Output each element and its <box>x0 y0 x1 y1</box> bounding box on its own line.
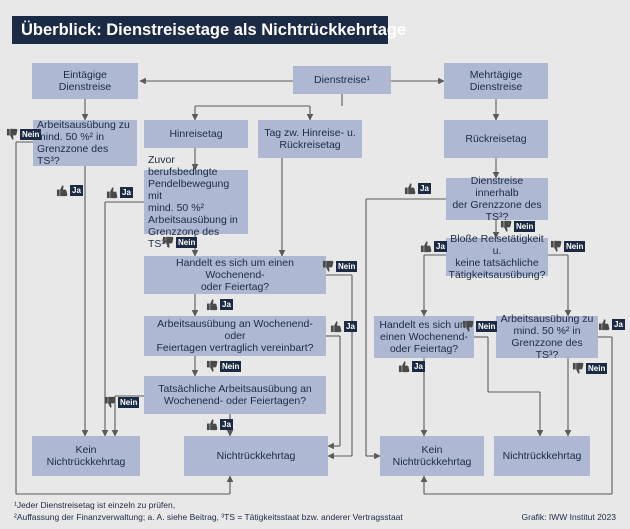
badge-label: Nein <box>586 363 608 374</box>
thumbs-down-icon <box>550 240 562 252</box>
node-question-innerhalb-grenzzone: Dienstreise innerhalb der Grenzzone des … <box>446 175 548 223</box>
thumbs-down-icon <box>572 362 584 374</box>
thumbs-down-icon <box>462 320 474 332</box>
badge-label: Ja <box>220 299 233 310</box>
thumbs-down-icon <box>206 360 218 372</box>
badge-ja-q-vertraglich: Ja <box>330 320 357 333</box>
badge-ja-q-pendel: Ja <box>106 186 133 199</box>
badge-label: Ja <box>344 321 357 332</box>
node-question-arbeitsausuebung-links: Arbeitsausübung zu mind. 50 %² in Grenzz… <box>33 119 137 167</box>
node-eintaegige-dienstreise: Eintägige Dienstreise <box>32 63 138 99</box>
node-question-wochenende-rueckreise: Handelt es sich um einen Wochenend- oder… <box>374 316 474 358</box>
badge-ja-q-wochenende-rueck: Ja <box>398 360 425 373</box>
thumbs-up-icon <box>56 185 68 197</box>
thumbs-up-icon <box>398 361 410 373</box>
thumbs-up-icon <box>330 321 342 333</box>
node-tag-zwischen: Tag zw. Hinreise- u. Rückreisetag <box>258 120 362 158</box>
badge-label: Ja <box>120 187 133 198</box>
badge-label: Ja <box>434 241 447 252</box>
badge-nein-q-pendel: Nein <box>162 236 198 249</box>
badge-ja-q-wochenende-hin: Ja <box>206 298 233 311</box>
thumbs-up-icon <box>404 183 416 195</box>
badge-ja-q-rechts: Ja <box>598 318 625 331</box>
node-question-arbeitsausuebung-rechts: Arbeitsausübung zu mind. 50 %² in Grenzz… <box>496 313 598 361</box>
node-question-wochenende-hinreise: Handelt es sich um einen Wochenend- oder… <box>144 256 326 294</box>
node-dienstreise: Dienstreise¹ <box>293 66 391 94</box>
node-question-tatsaechliche-arbeitsausuebung: Tatsächliche Arbeitsausübung an Wochenen… <box>144 376 326 414</box>
node-question-vertraglich-vereinbart: Arbeitsausübung an Wochenend- oder Feier… <box>144 316 326 356</box>
badge-ja-q-innerhalb: Ja <box>404 182 431 195</box>
badge-ja-q-tatsaechlich: Ja <box>206 418 233 431</box>
thumbs-up-icon <box>206 299 218 311</box>
thumbs-down-icon <box>162 236 174 248</box>
node-nichtrueckkehrtag-rechts: Nichtrückkehrtag <box>494 436 590 476</box>
badge-ja-q-bloss: Ja <box>420 240 447 253</box>
thumbs-up-icon <box>206 419 218 431</box>
node-rueckreisetag: Rückreisetag <box>444 120 548 158</box>
badge-label: Ja <box>412 361 425 372</box>
badge-label: Nein <box>336 261 358 272</box>
thumbs-down-icon <box>6 128 18 140</box>
badge-nein-q-wochenende-rueck: Nein <box>462 320 498 333</box>
footnote-2: ²Auffassung der Finanzverwaltung; a. A. … <box>14 512 403 522</box>
badge-label: Ja <box>612 319 625 330</box>
footnote-1: ¹Jeder Dienstreisetag ist einzeln zu prü… <box>14 500 176 510</box>
badge-label: Nein <box>20 129 42 140</box>
badge-ja-q-links: Ja <box>56 184 83 197</box>
badge-label: Nein <box>176 237 198 248</box>
badge-nein-q-bloss: Nein <box>550 240 586 253</box>
node-mehrtaegige-dienstreise: Mehrtägige Dienstreise <box>444 63 548 99</box>
thumbs-down-icon <box>322 260 334 272</box>
badge-nein-q-links: Nein <box>6 128 42 141</box>
node-hinreisetag: Hinreisetag <box>144 120 248 148</box>
thumbs-down-icon <box>500 220 512 232</box>
node-question-blosse-reisetaetigkeit: Bloße Reisetätigkeit u. keine tatsächlic… <box>446 233 548 281</box>
badge-label: Nein <box>220 361 242 372</box>
badge-label: Ja <box>418 183 431 194</box>
badge-nein-q-wochenende-hin: Nein <box>322 260 358 273</box>
thumbs-down-icon <box>104 396 116 408</box>
badge-nein-q-vertraglich: Nein <box>206 360 242 373</box>
node-kein-nichtrueckkehrtag-links: Kein Nichtrückkehrtag <box>32 436 140 476</box>
thumbs-up-icon <box>420 241 432 253</box>
badge-nein-q-tatsaechlich: Nein <box>104 396 140 409</box>
diagram-title: Überblick: Dienstreisetage als Nichtrück… <box>12 16 406 44</box>
badge-nein-q-rechts: Nein <box>572 362 608 375</box>
node-question-pendelbewegung: Zuvor berufsbedingte Pendelbewegung mit … <box>144 154 248 250</box>
badge-label: Ja <box>70 185 83 196</box>
thumbs-up-icon <box>106 187 118 199</box>
thumbs-up-icon <box>598 319 610 331</box>
credit: Grafik: IWW Institut 2023 <box>521 512 616 522</box>
badge-label: Ja <box>220 419 233 430</box>
node-kein-nichtrueckkehrtag-rechts: Kein Nichtrückkehrtag <box>380 436 484 476</box>
badge-nein-q-innerhalb: Nein <box>500 220 536 233</box>
node-nichtrueckkehrtag-mitte: Nichtrückkehrtag <box>184 436 328 476</box>
badge-label: Nein <box>118 397 140 408</box>
badge-label: Nein <box>564 241 586 252</box>
badge-label: Nein <box>514 221 536 232</box>
badge-label: Nein <box>476 321 498 332</box>
